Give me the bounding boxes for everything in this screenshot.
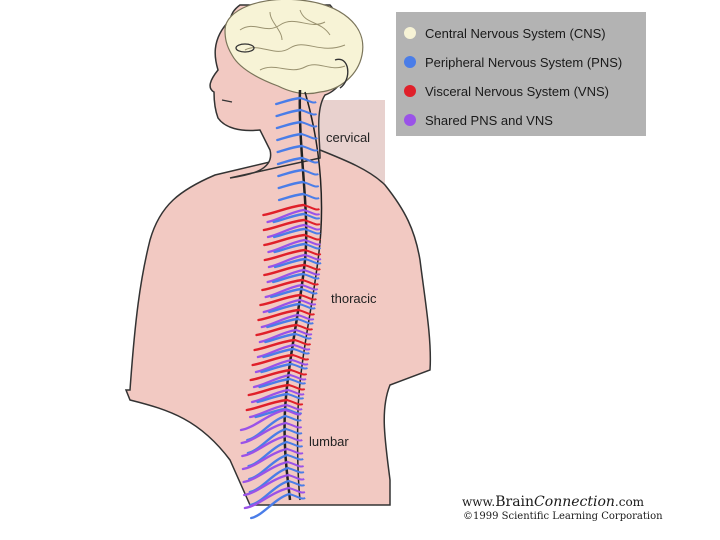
legend-label: Shared PNS and VNS bbox=[425, 113, 553, 128]
legend-item-shared: Shared PNS and VNS bbox=[404, 111, 553, 129]
credit-brand-italic: Connection bbox=[534, 494, 615, 510]
cervical-label: cervical bbox=[326, 130, 370, 145]
shared-swatch-icon bbox=[404, 114, 416, 126]
vns-swatch-icon bbox=[404, 85, 416, 97]
credit-prefix: www. bbox=[462, 495, 495, 509]
copyright-text: ©1999 Scientific Learning Corporation bbox=[463, 511, 663, 522]
cns-swatch-icon bbox=[404, 27, 416, 39]
credit-brand: Brain bbox=[495, 494, 534, 510]
legend-label: Visceral Nervous System (VNS) bbox=[425, 84, 609, 99]
legend-item-pns: Peripheral Nervous System (PNS) bbox=[404, 53, 622, 71]
thoracic-label: thoracic bbox=[331, 291, 377, 306]
legend: Central Nervous System (CNS) Peripheral … bbox=[396, 12, 646, 136]
legend-label: Peripheral Nervous System (PNS) bbox=[425, 55, 622, 70]
website-credit: www.BrainConnection.com bbox=[462, 494, 644, 510]
pns-swatch-icon bbox=[404, 56, 416, 68]
credit-suffix: .com bbox=[615, 495, 644, 509]
lumbar-label: lumbar bbox=[309, 434, 349, 449]
legend-label: Central Nervous System (CNS) bbox=[425, 26, 606, 41]
legend-item-cns: Central Nervous System (CNS) bbox=[404, 24, 606, 42]
legend-item-vns: Visceral Nervous System (VNS) bbox=[404, 82, 609, 100]
